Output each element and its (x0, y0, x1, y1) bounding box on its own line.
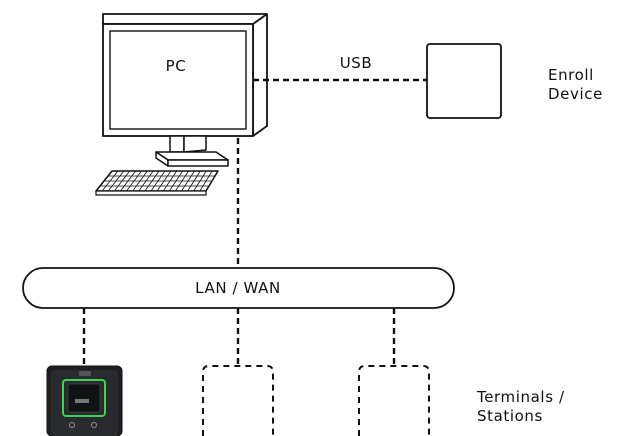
keyboard-column-line (107, 170, 125, 192)
keyboard-column-line (138, 170, 154, 192)
keyboard-column-line (150, 170, 166, 192)
terminal-placeholder-3 (358, 365, 430, 436)
keyboard-column-line (114, 170, 130, 192)
monitor-stand (155, 135, 229, 167)
enroll-device-box (426, 43, 502, 119)
keyboard-column-line (181, 170, 195, 192)
keyboard-column-line (120, 170, 136, 192)
keyboard-column-line (193, 170, 207, 192)
keyboard-column-line (156, 170, 172, 192)
terminal-device-1 (46, 365, 123, 436)
terminals-label: Terminals / Stations (476, 388, 570, 425)
enroll-device-label: Enroll Device (548, 66, 603, 103)
keyboard-column-line (126, 170, 142, 192)
enroll-device-label-line-1: Enroll (548, 66, 594, 84)
pc-label: PC (166, 57, 187, 75)
keyboard-column-line (187, 170, 201, 192)
enroll-device-label-line-2: Device (548, 85, 603, 103)
lan-wan-label: LAN / WAN (195, 279, 281, 297)
terminal-placeholder-2 (202, 365, 274, 436)
usb-label: USB (340, 54, 373, 72)
keyboard-column-line (169, 170, 183, 192)
keyboard-column-line (101, 170, 119, 192)
keyboard-column-line (162, 170, 178, 192)
terminals-label-line-2: Stations (477, 407, 543, 425)
terminals-label-line-1: Terminals / (476, 388, 565, 406)
keyboard-column-line (175, 170, 189, 192)
keyboard-column-line (199, 170, 213, 192)
keyboard-column-line (144, 170, 160, 192)
keyboard-column-line (132, 170, 148, 192)
keyboard (95, 170, 219, 196)
pc-monitor (102, 13, 268, 137)
